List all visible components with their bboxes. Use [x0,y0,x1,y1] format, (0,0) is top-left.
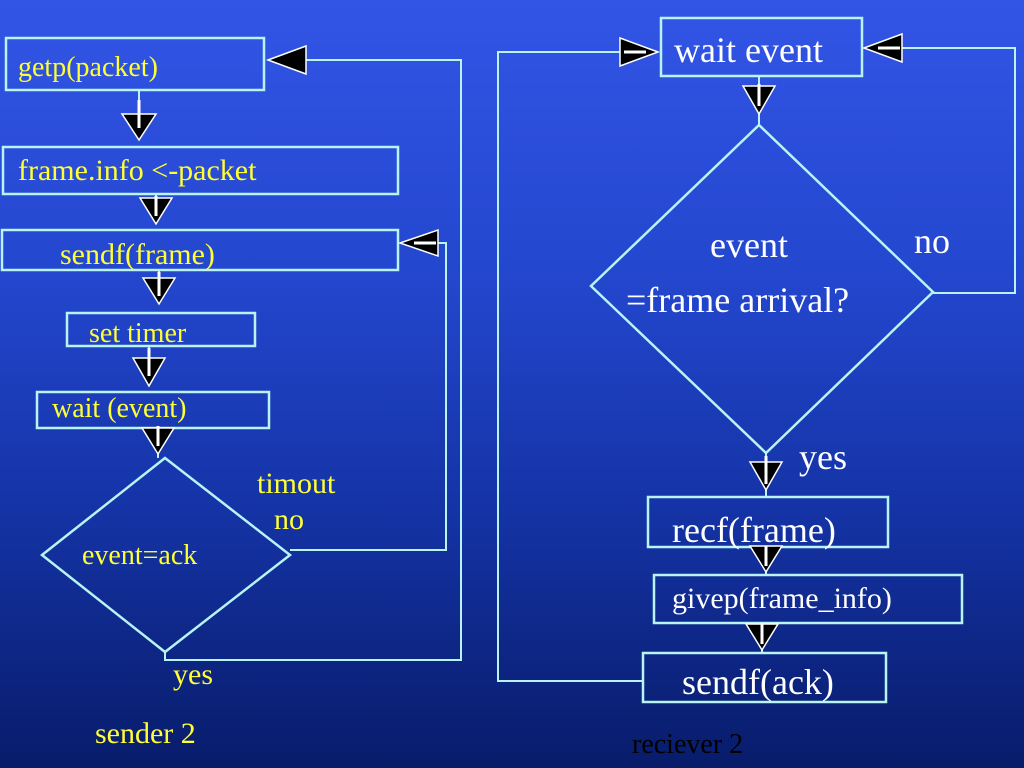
event-ack-label: event=ack [82,540,198,571]
sendf-frame-label: sendf(frame) [60,238,215,271]
arrow-down-icon [141,272,177,306]
arrow-left-icon [861,32,903,64]
arrow-left-icon [265,44,307,76]
wait-event-label: wait (event) [52,393,187,424]
arrow-down-icon [138,196,174,226]
getp-box [4,36,266,92]
sender-yes-label: yes [173,658,213,691]
decision-line2-label: =frame arrival? [626,280,850,320]
receiver-wait-event-box [659,16,864,78]
arrow-down-icon [748,456,784,492]
frame-info-label: frame.info <-packet [18,154,257,187]
arrow-down-icon [741,84,777,116]
arrow-down-icon [748,545,784,574]
decision-line1-label: event [710,225,788,265]
receiver-caption: reciever 2 [632,729,744,760]
getp-label: getp(packet) [18,52,158,83]
receiver-no-label: no [914,221,950,261]
arrow-down-icon [131,348,167,388]
arrow-down-icon [120,100,158,142]
set-timer-box [65,311,257,348]
set-timer-label: set timer [89,318,187,349]
arrow-down-icon [744,623,780,652]
yes-loop-line [164,59,462,661]
receiver-wait-event-label: wait event [674,30,823,70]
givep-label: givep(frame_info) [672,582,892,615]
ack-loop-line [497,51,643,682]
recf-frame-label: recf(frame) [672,510,836,550]
frame-info-box [1,145,400,196]
sendf-frame-box [0,228,400,272]
no-loop-line [902,47,1016,294]
receiver-yes-label: yes [799,437,847,477]
sender-no-label: no [274,503,304,536]
timeout-loop-line [290,242,447,551]
sender-caption: sender 2 [95,717,196,750]
arrow-left-icon [397,228,439,258]
arrow-right-icon [619,36,661,68]
arrow-down-icon [140,426,176,456]
timeout-label: timout [257,467,336,500]
sendf-ack-label: sendf(ack) [682,662,834,702]
givep-box [652,573,964,625]
sendf-ack-box [641,651,888,704]
